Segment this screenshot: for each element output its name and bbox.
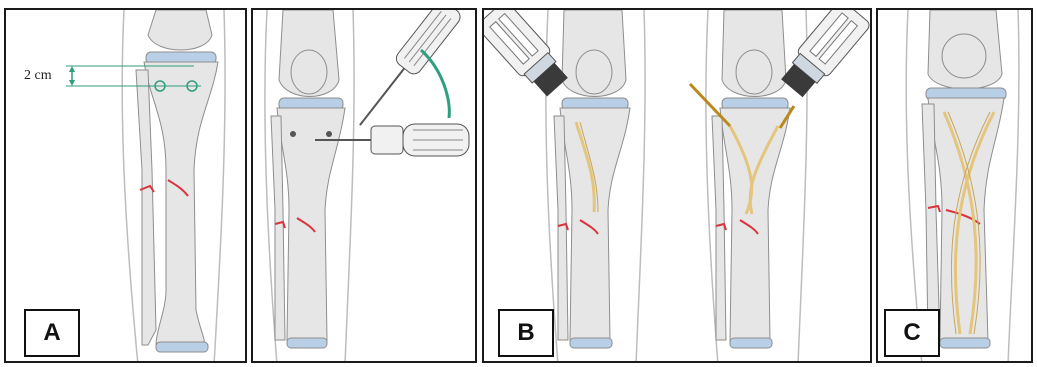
patella [942, 34, 986, 78]
panel-c: C [876, 8, 1033, 363]
leg-outline-left [122, 10, 138, 363]
awl-angled [349, 10, 463, 134]
panel-c-label: C [884, 309, 940, 357]
tibia-left [560, 108, 630, 340]
panel-drill-illustration [253, 10, 477, 363]
drill-left [484, 10, 572, 101]
drill-right [777, 10, 872, 101]
tibia [928, 98, 1004, 340]
panel-drill [251, 8, 477, 363]
patella [291, 50, 327, 94]
ankle-cartilage [156, 342, 208, 352]
measurement-label: 2 cm [24, 68, 52, 84]
panel-a: 2 cm A [4, 8, 247, 363]
tibia [277, 108, 345, 340]
panel-b: B [482, 8, 872, 363]
tibia-right [720, 108, 790, 340]
fibula [136, 70, 156, 345]
panel-b-label: B [498, 309, 554, 357]
panel-a-label: A [24, 309, 80, 357]
femur [148, 10, 212, 50]
